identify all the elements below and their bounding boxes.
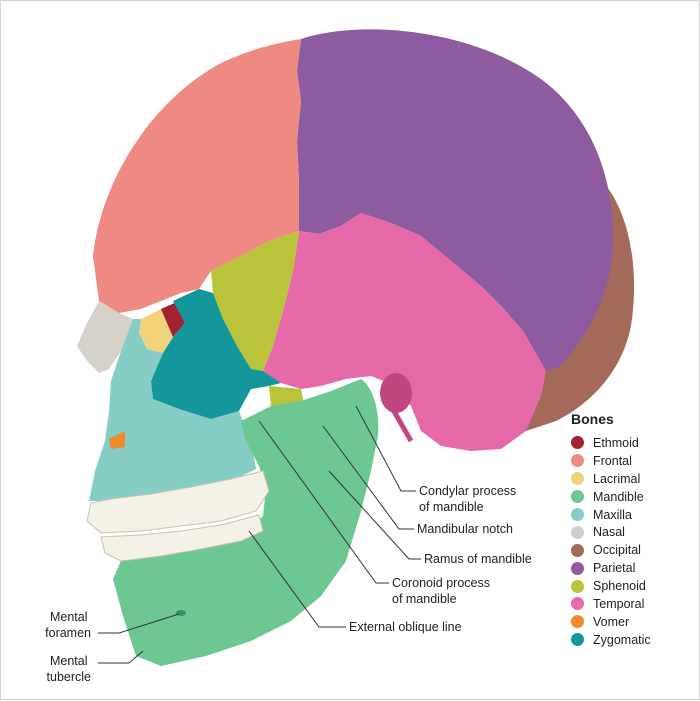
mental-foramen-leader: [98, 613, 180, 634]
vomer-bone: [109, 431, 125, 449]
zygomatic-bone: [151, 289, 281, 419]
legend-swatch: [571, 561, 584, 575]
legend-label: Maxilla: [593, 507, 632, 522]
legend-label: Temporal: [593, 596, 645, 611]
legend-swatch: [571, 436, 584, 450]
legend-swatch: [571, 633, 584, 647]
legend-title: Bones: [571, 411, 614, 427]
legend-swatch: [571, 508, 584, 521]
styloid-process: [388, 404, 414, 443]
coronoid-leader: [258, 420, 389, 584]
mandibular-notch-leader: [322, 425, 414, 530]
legend-label: Frontal: [593, 453, 632, 468]
legend-item: Frontal: [571, 452, 696, 470]
legend-item: Temporal: [571, 595, 696, 613]
upper-teeth: [86, 470, 270, 534]
label-external-oblique-line: External oblique line: [349, 620, 462, 634]
legend-swatch: [571, 597, 584, 611]
nasal-bone: [77, 301, 133, 373]
legend-label: Parietal: [593, 561, 636, 576]
legend-swatch: [571, 543, 584, 557]
mental-tubercle-leader: [98, 650, 144, 664]
temporal-bone: [263, 213, 546, 451]
legend-item: Zygomatic: [571, 631, 696, 649]
legend-item: Occipital: [571, 541, 696, 559]
legend-label: Nasal: [593, 525, 625, 540]
legend-label: Vomer: [593, 614, 630, 629]
legend-label: Zygomatic: [593, 632, 651, 647]
label-ramus-of-mandible: Ramus of mandible: [424, 552, 532, 566]
legend-swatch: [571, 472, 584, 486]
legend-item: Parietal: [571, 559, 696, 577]
external-oblique-leader: [248, 530, 346, 628]
legend-item: Nasal: [571, 523, 696, 541]
label-mandibular-notch: Mandibular notch: [417, 522, 513, 536]
label-mental-tubercle: Mental tubercle: [47, 654, 92, 684]
legend-item: Lacrimal: [571, 470, 696, 488]
legend-item: Vomer: [571, 613, 696, 631]
legend-label: Mandible: [593, 489, 644, 504]
legend-item: Maxilla: [571, 506, 696, 524]
legend-item: Mandible: [571, 488, 696, 506]
legend-swatch: [571, 579, 584, 593]
legend-item: Sphenoid: [571, 577, 696, 595]
legend-swatch: [571, 525, 584, 539]
mandible-bone: [113, 379, 379, 666]
legend-swatch: [571, 615, 584, 629]
legend-label: Occipital: [593, 543, 641, 558]
mental-foramen-dot: [176, 610, 186, 616]
label-coronoid-process: Coronoid process of mandible: [392, 576, 493, 606]
lower-teeth: [100, 514, 264, 562]
label-condylar-process: Condylar process of mandible: [419, 484, 520, 514]
parietal-bone: [297, 29, 613, 372]
legend-label: Sphenoid: [593, 579, 646, 594]
ramus-leader: [328, 470, 421, 560]
condylar-leader: [355, 405, 416, 492]
legend-label: Ethmoid: [593, 435, 639, 450]
legend-label: Lacrimal: [593, 471, 641, 486]
maxilla-bone: [89, 319, 256, 501]
label-mental-foramen: Mental foramen: [45, 610, 91, 640]
external-acoustic-meatus: [380, 373, 412, 413]
lacrimal-bone: [139, 309, 173, 353]
sphenoid-bone: [211, 231, 299, 371]
frontal-bone: [93, 39, 301, 313]
legend-item: Ethmoid: [571, 434, 696, 452]
legend-swatch: [571, 454, 584, 468]
legend-swatch: [571, 490, 584, 504]
